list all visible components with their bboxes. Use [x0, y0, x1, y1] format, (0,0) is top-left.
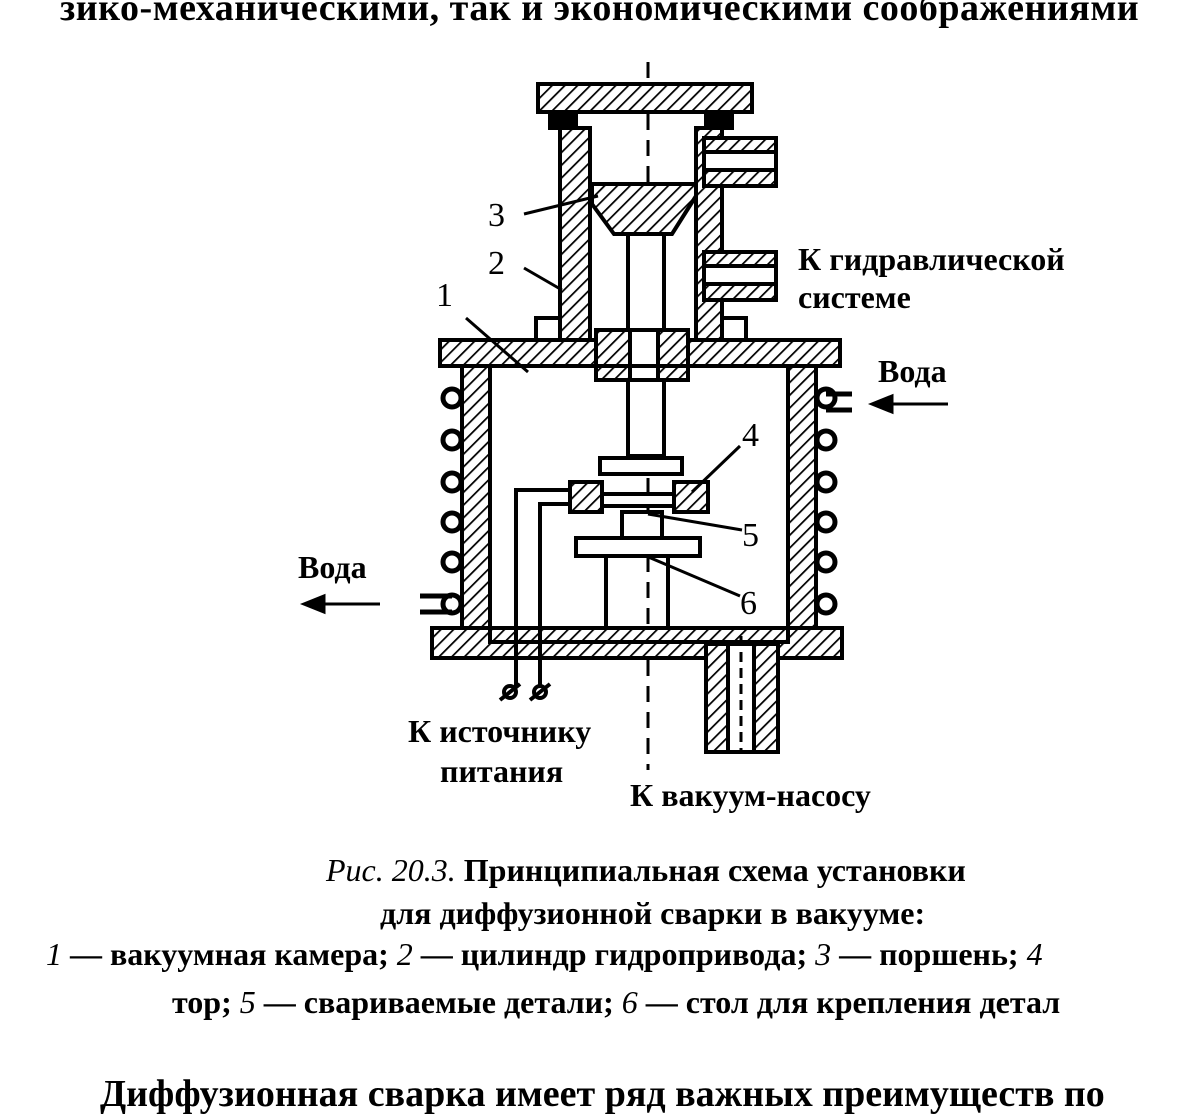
label-power-line1: К источнику: [408, 713, 591, 749]
cylinder-top-cap: [536, 82, 754, 130]
label-vacuum-pump: К вакуум-насосу: [630, 777, 871, 813]
caption-line-2: для диффузионной сварки в вакууме:: [380, 895, 925, 932]
power-leads: [498, 488, 570, 702]
legend-text: цилиндр гидропривода;: [460, 936, 808, 972]
label-hydraulic-line2: системе: [798, 279, 911, 315]
legend-number: 1: [46, 936, 62, 972]
water-in-arrow: [867, 393, 948, 415]
callout-1: 1: [436, 277, 453, 314]
page-top-text: зико-механическими, так и экономическими…: [60, 0, 1140, 29]
caption-line-1: Рис. 20.3. Принципиальная схема установк…: [326, 852, 966, 889]
legend-number: 5: [239, 984, 256, 1020]
label-water-in: Вода: [878, 353, 947, 389]
cooling-coil-left: [420, 386, 464, 616]
label-water-out: Вода: [298, 549, 367, 585]
caption-fig-ref: Рис. 20.3.: [326, 852, 456, 888]
legend-text: поршень;: [879, 936, 1019, 972]
caption-title-1: Принципиальная схема установки: [463, 852, 966, 888]
legend-text: стол для крепления детал: [685, 984, 1061, 1020]
caption-title-2: для диффузионной сварки в вакууме:: [380, 895, 926, 931]
vacuum-outlet: [704, 636, 780, 754]
legend-number: 6: [621, 984, 638, 1020]
callout-6: 6: [740, 585, 757, 622]
label-hydraulic-line1: К гидравлической: [798, 241, 1065, 277]
callout-4: 4: [742, 417, 759, 454]
mounting-table: [574, 536, 702, 628]
legend-number: 2: [396, 936, 413, 972]
water-out-arrow: [299, 593, 380, 615]
chamber-lid: [438, 328, 842, 382]
callout-3: 3: [488, 197, 505, 234]
callout-2: 2: [488, 245, 505, 282]
callout-5: 5: [742, 517, 759, 554]
caption-line-3: 1 — вакуумная камера; 2 — цилиндр гидроп…: [46, 936, 1043, 972]
hydraulic-port-upper: [702, 136, 778, 188]
legend-number: 3: [815, 936, 832, 972]
leader-lines: [465, 194, 743, 598]
legend-text: тор;: [172, 984, 232, 1020]
cooling-coil-right: [814, 386, 852, 616]
upper-pressure-plate: [598, 456, 684, 476]
inductor: [568, 480, 710, 514]
piston: [590, 182, 698, 236]
caption-line-4: тор; 5 — свариваемые детали; 6 — стол дл…: [172, 984, 1061, 1020]
page-bottom-text: Диффузионная сварка имеет ряд важных пре…: [100, 1073, 1105, 1115]
hydraulic-port-lower: [702, 250, 778, 302]
legend-text: вакуумная камера;: [110, 936, 389, 972]
legend-text: свариваемые детали;: [303, 984, 614, 1020]
label-power-line2: питания: [440, 753, 563, 789]
